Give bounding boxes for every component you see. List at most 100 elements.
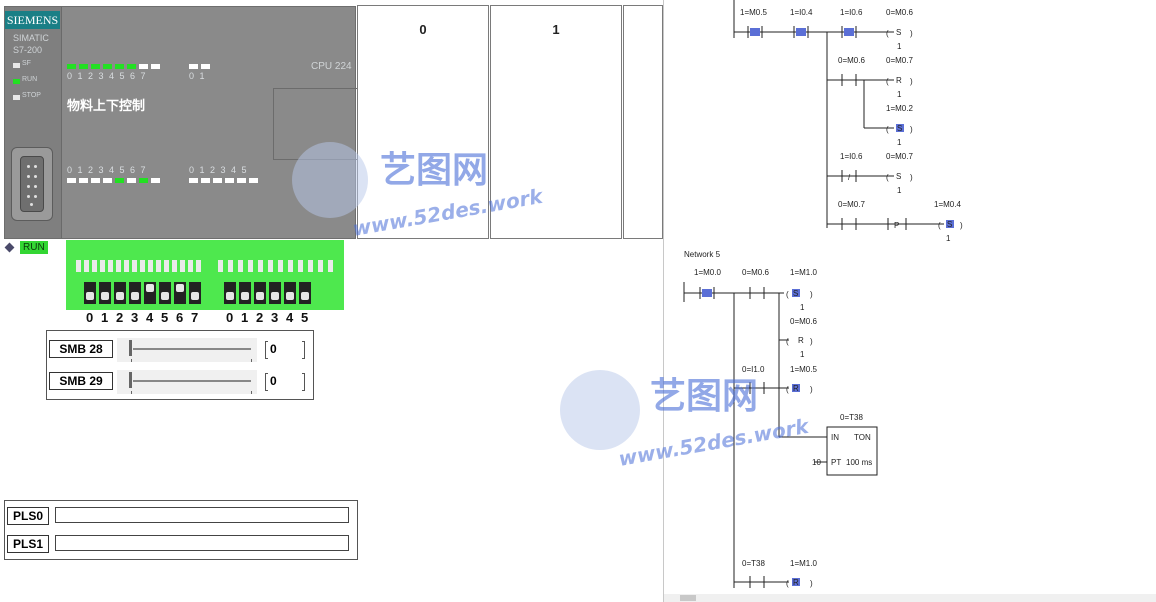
input-led-bar-b (189, 177, 265, 185)
net4-contact-6: 0=M0.7 (838, 200, 865, 209)
run-label: RUN (22, 76, 38, 83)
expansion-slot-1[interactable]: 1 (490, 5, 622, 239)
terminal-tooth (248, 260, 253, 272)
svg-text:): ) (960, 221, 963, 230)
switch-number-label: 3 (131, 310, 139, 325)
net5-contact-4: 0=T38 (742, 559, 765, 568)
svg-text:): ) (910, 173, 913, 182)
slider-thumb[interactable] (129, 340, 132, 356)
input-switch[interactable] (239, 282, 251, 304)
run-led (13, 79, 20, 84)
smb-panel: SMB 28 0 SMB 29 0 (46, 330, 314, 400)
slot-number: 0 (419, 22, 427, 37)
timer-preset: 10 (812, 458, 821, 467)
pls0-label: PLS0 (7, 507, 49, 525)
net4-coil-4-value: 1 (897, 186, 902, 195)
input-switch[interactable] (84, 282, 96, 304)
switch-number-label: 2 (256, 310, 264, 325)
net4-coil-1: 0=M0.6 (886, 8, 913, 17)
network-5-label: Network 5 (684, 250, 721, 259)
switch-number-label: 1 (241, 310, 249, 325)
net4-pulse: P (894, 221, 899, 230)
input-digits-a: 0 1 2 3 4 5 6 7 (67, 165, 146, 175)
io-led (139, 64, 148, 69)
svg-text:(: ( (886, 29, 889, 38)
net4-coil-5: 1=M0.4 (934, 200, 961, 209)
input-switch[interactable] (114, 282, 126, 304)
pls0-output-field (55, 507, 349, 523)
terminal-tooth (228, 260, 233, 272)
input-switch[interactable] (99, 282, 111, 304)
net5-coil-3: 1=M0.5 (790, 365, 817, 374)
terminal-tooth (156, 260, 161, 272)
switch-number-label: 1 (101, 310, 109, 325)
net4-coil-5-type: S (947, 220, 952, 229)
smb28-slider[interactable] (117, 338, 257, 362)
plc-cpu-module: SIEMENS SIMATIC S7-200 SF RUN STOP 0 1 2… (4, 6, 359, 239)
io-led (151, 178, 160, 183)
svg-text:(: ( (886, 173, 889, 182)
net5-coil-4-type: R (793, 578, 799, 587)
output-led-bar-b (189, 63, 211, 71)
smb29-label: SMB 29 (49, 372, 113, 390)
io-led (91, 64, 100, 69)
watermark-cn: 艺图网 (380, 150, 488, 191)
input-switch[interactable] (269, 282, 281, 304)
watermark-url-2: www.52des.work (617, 414, 812, 471)
net4-coil-3-type: S (897, 124, 902, 133)
expansion-slot-2[interactable] (623, 5, 663, 239)
smb29-value-field[interactable]: 0 (265, 373, 309, 391)
net5-coil-1-value: 1 (800, 303, 805, 312)
input-switch[interactable] (224, 282, 236, 304)
input-switch[interactable] (174, 282, 186, 304)
smb28-row: SMB 28 0 (47, 335, 311, 365)
input-switch[interactable] (284, 282, 296, 304)
run-status-text: RUN (20, 241, 48, 254)
input-switch[interactable] (129, 282, 141, 304)
io-led (79, 178, 88, 183)
scrollbar-thumb[interactable] (680, 595, 696, 601)
slot-number: 1 (552, 22, 560, 37)
net5-coil-2-value: 1 (800, 350, 805, 359)
sf-led (13, 63, 20, 68)
input-switch[interactable] (144, 282, 156, 304)
terminal-tooth (100, 260, 105, 272)
net5-contact-1: 1=M0.0 (694, 268, 721, 277)
net4-coil-2-type: R (896, 76, 902, 85)
net5-coil-4: 1=M1.0 (790, 559, 817, 568)
net4-contact-4: 0=M0.6 (838, 56, 865, 65)
s7-200-label: S7-200 (13, 45, 43, 55)
horizontal-scrollbar[interactable] (664, 594, 1156, 602)
terminal-tooth (328, 260, 333, 272)
terminal-tooth (308, 260, 313, 272)
input-switch[interactable] (159, 282, 171, 304)
terminal-tooth (84, 260, 89, 272)
net4-contact-2: 1=I0.4 (790, 8, 813, 17)
svg-text:): ) (810, 290, 813, 299)
ladder-status-panel[interactable]: () () () () () () () () () 1=M0.5 1=I0.4… (663, 0, 1156, 602)
svg-text:(: ( (886, 125, 889, 134)
switch-number-label: 5 (301, 310, 309, 325)
input-switch[interactable] (254, 282, 266, 304)
net4-contact-1: 1=M0.5 (740, 8, 767, 17)
input-switch[interactable] (189, 282, 201, 304)
net5-coil-1: 1=M1.0 (790, 268, 817, 277)
svg-text:(: ( (786, 290, 789, 299)
smb29-slider[interactable] (117, 370, 257, 394)
terminal-tooth (124, 260, 129, 272)
input-switch[interactable] (299, 282, 311, 304)
watermark-cn-2: 艺图网 (650, 376, 758, 417)
net4-coil-2: 0=M0.7 (886, 56, 913, 65)
net4-coil-3: 1=M0.2 (886, 104, 913, 113)
expansion-slot-0[interactable]: 0 (357, 5, 489, 239)
slider-thumb[interactable] (129, 372, 132, 388)
smb28-label: SMB 28 (49, 340, 113, 358)
terminal-tooth (116, 260, 121, 272)
smb28-value-field[interactable]: 0 (265, 341, 309, 359)
pls-panel: PLS0 PLS1 (4, 500, 358, 560)
terminal-tooth (258, 260, 263, 272)
svg-text:): ) (810, 337, 813, 346)
net5-coil-3-type: R (793, 384, 799, 393)
output-digits-b: 0 1 (189, 71, 205, 81)
terminal-tooth (318, 260, 323, 272)
